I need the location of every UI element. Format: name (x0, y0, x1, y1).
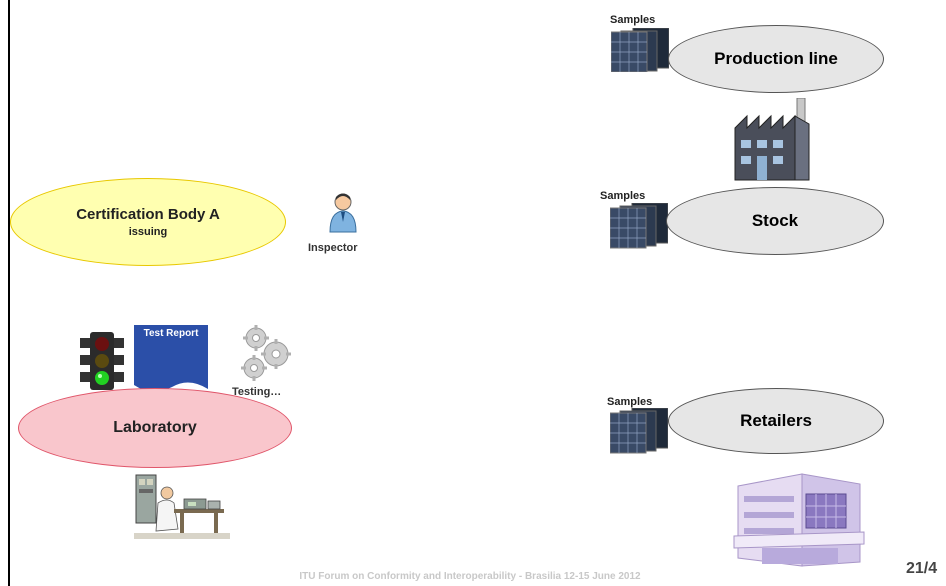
solar-panel-icon (610, 408, 668, 454)
production-line-label: Production line (714, 49, 838, 68)
samples-production-label: Samples (610, 14, 656, 26)
lab-technician-icon (134, 474, 230, 539)
certification-body-subtitle: issuing (128, 226, 168, 238)
certification-body-title: Certification Body A (76, 206, 220, 223)
factory-icon (734, 98, 810, 181)
certification-body-node: Certification Body A issuing (10, 178, 286, 266)
test-report-label: Test Report (143, 328, 199, 339)
page-number: 21/4 (906, 560, 938, 577)
testing-label: Testing… (232, 386, 282, 398)
stock-node: Stock (666, 187, 884, 255)
stock-label: Stock (751, 211, 799, 230)
retailers-label: Retailers (740, 411, 812, 430)
test-report-icon (134, 325, 208, 392)
footer-text: ITU Forum on Conformity and Interoperabi… (299, 571, 641, 582)
left-border-line (8, 0, 10, 586)
solar-panel-icon (610, 203, 668, 249)
inspector-person-icon (329, 193, 357, 233)
inspector-label: Inspector (308, 242, 358, 254)
retail-building-icon (733, 473, 865, 567)
traffic-light-icon (80, 332, 124, 390)
retailers-node: Retailers (668, 388, 884, 454)
gears-icon (241, 325, 291, 381)
laboratory-node: Laboratory (18, 388, 292, 468)
samples-stock-label: Samples (600, 190, 646, 202)
samples-retailers-label: Samples (607, 396, 653, 408)
laboratory-label: Laboratory (113, 419, 197, 436)
production-line-node: Production line (668, 25, 884, 93)
solar-panel-icon (611, 28, 669, 72)
